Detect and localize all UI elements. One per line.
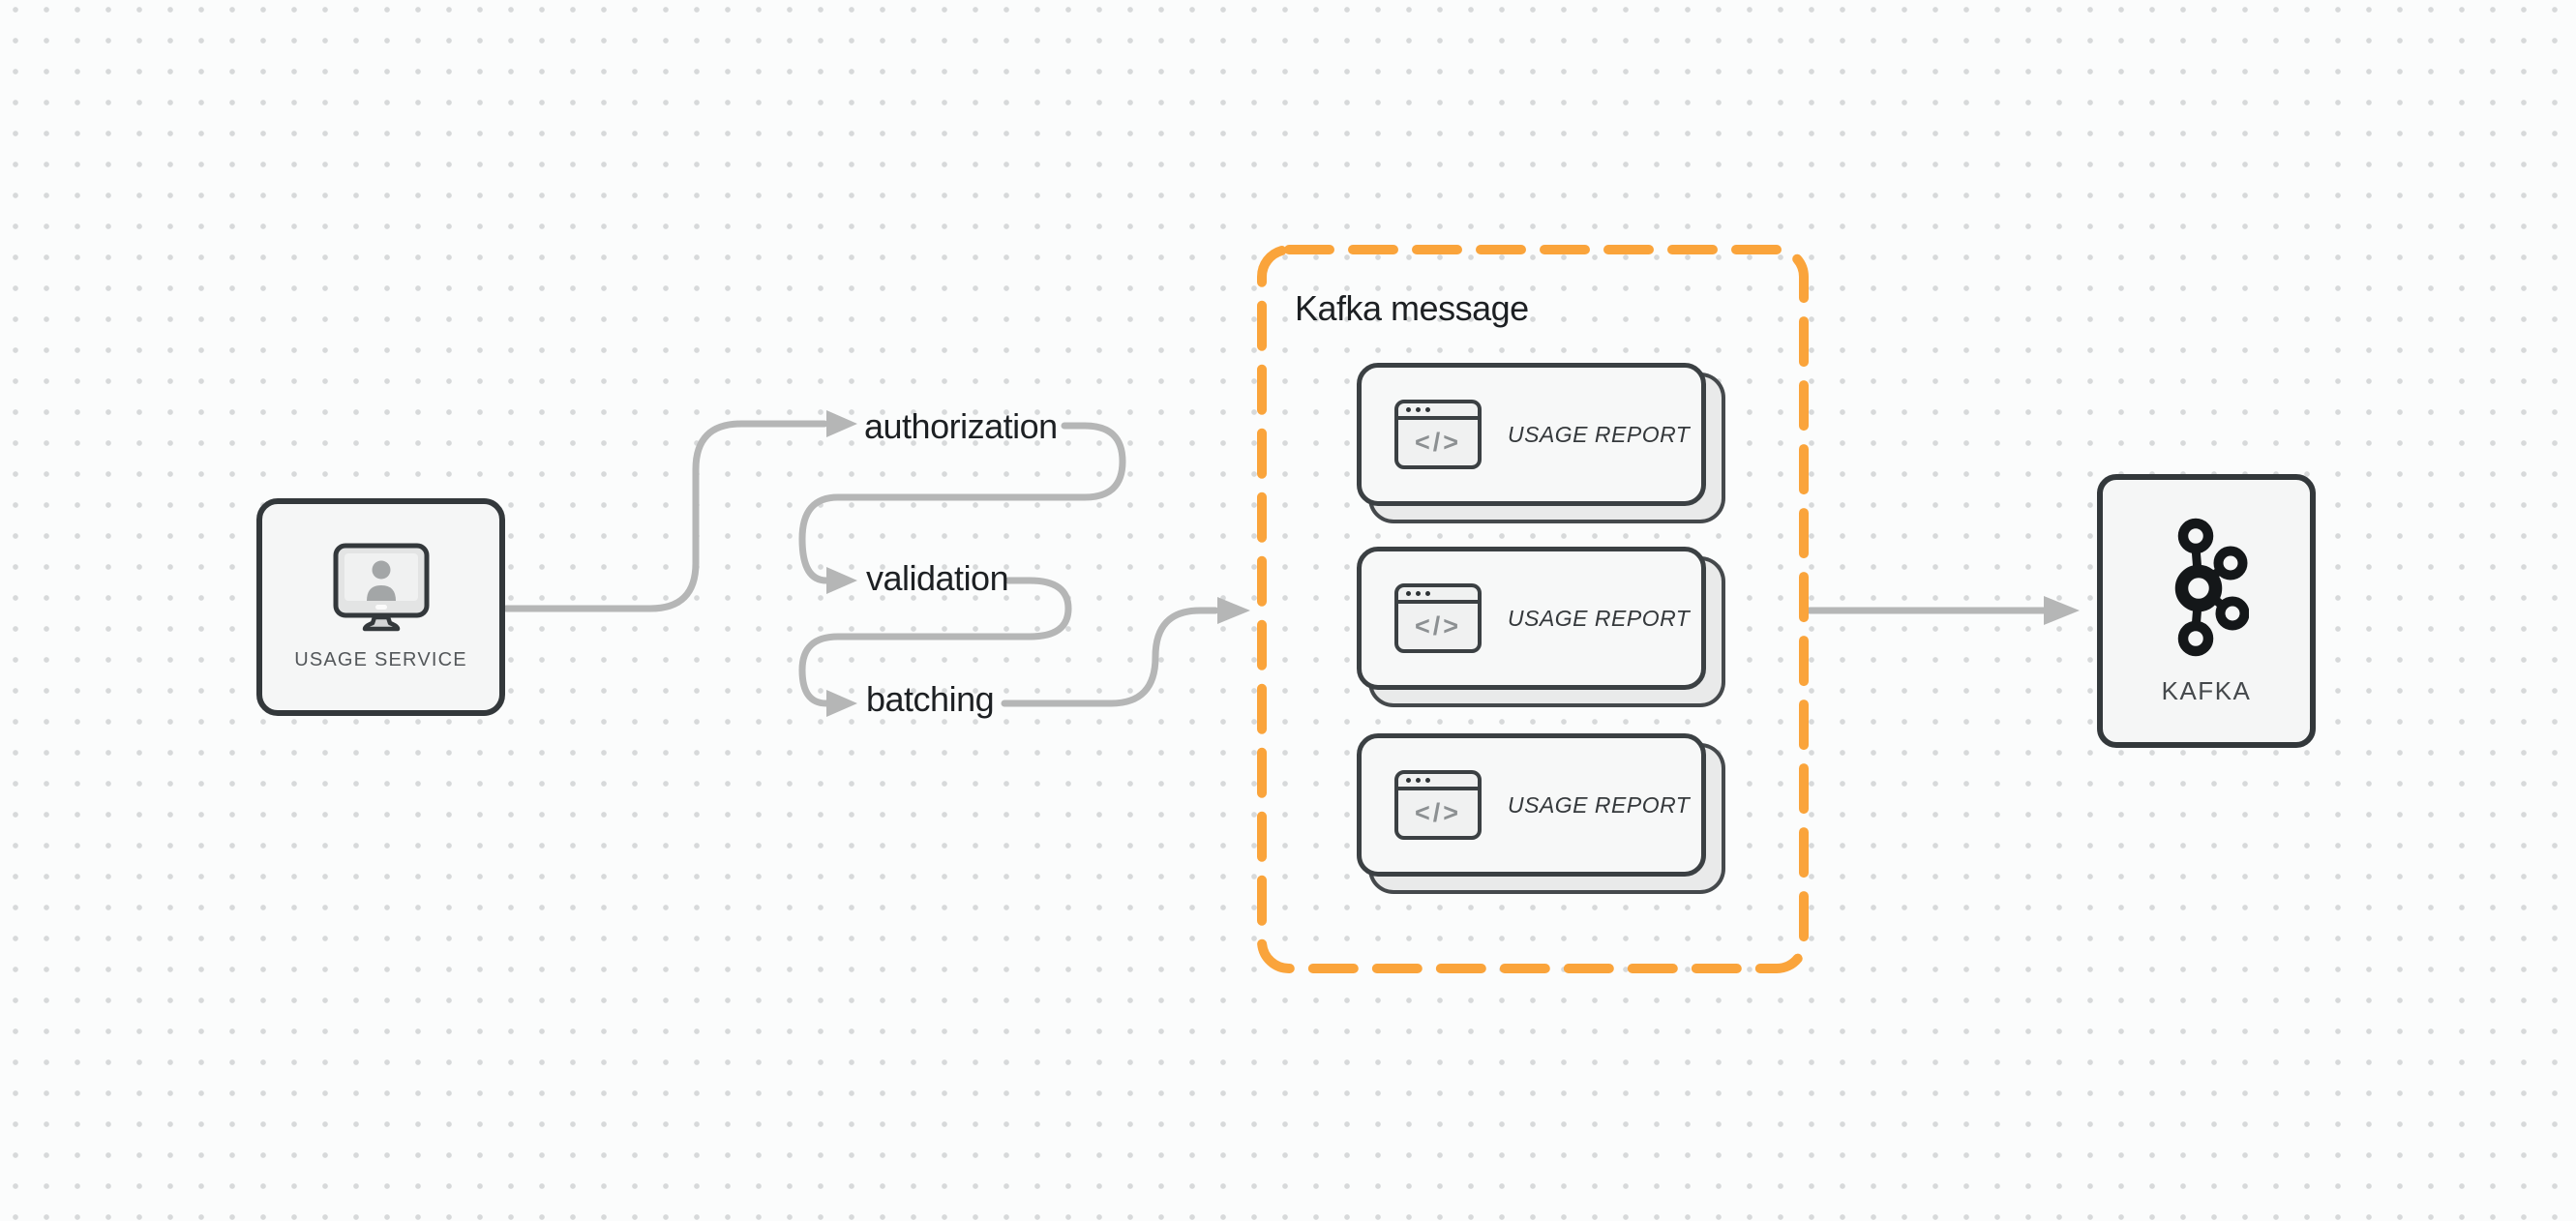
window-dot (1416, 407, 1421, 412)
usage-report-label: USAGE REPORT (1508, 421, 1691, 447)
user-monitor-icon (333, 543, 429, 632)
code-glyph: </> (1414, 610, 1462, 640)
kafka-node[interactable]: KAFKA (2097, 474, 2316, 748)
step-authorization: authorization (864, 406, 1058, 446)
code-window-titlebar (1398, 587, 1478, 604)
arrow-usage-to-authorization[interactable] (502, 420, 828, 612)
step-batching: batching (866, 679, 995, 719)
arrowhead-validation (826, 567, 857, 594)
arrow-validation-to-batching[interactable] (798, 577, 1072, 707)
arrowhead-batching (826, 690, 857, 717)
code-window-icon: </> (1394, 400, 1482, 469)
code-window-titlebar (1398, 774, 1478, 790)
window-dot (1425, 778, 1430, 783)
arrow-batching-to-group[interactable] (1001, 607, 1219, 707)
step-validation: validation (866, 558, 1009, 598)
usage-report-label: USAGE REPORT (1508, 791, 1691, 818)
code-window-icon: </> (1394, 583, 1482, 653)
usage-report-label: USAGE REPORT (1508, 605, 1691, 631)
window-dot (1406, 778, 1411, 783)
arrowhead-group (1217, 597, 1250, 624)
kafka-logo-icon (2174, 518, 2249, 657)
arrowhead-authorization (826, 410, 857, 437)
usage-service-label: USAGE SERVICE (294, 649, 467, 670)
code-window-icon: </> (1394, 770, 1482, 840)
code-glyph: </> (1414, 427, 1462, 457)
code-window-titlebar (1398, 403, 1478, 420)
kafka-label: KAFKA (2161, 676, 2252, 705)
window-dot (1406, 407, 1411, 412)
usage-report-card[interactable]: </> USAGE REPORT (1357, 547, 1706, 690)
usage-service-node[interactable]: USAGE SERVICE (256, 498, 505, 716)
window-dot (1416, 778, 1421, 783)
window-dot (1406, 591, 1411, 596)
window-dot (1425, 407, 1430, 412)
arrowhead-kafka (2044, 596, 2080, 625)
usage-report-card[interactable]: </> USAGE REPORT (1357, 733, 1706, 877)
arrow-authorization-to-validation[interactable] (798, 422, 1126, 584)
kafka-message-group-title: Kafka message (1295, 288, 1529, 328)
code-glyph: </> (1414, 797, 1462, 827)
window-dot (1416, 591, 1421, 596)
kafka-message-group-border[interactable] (1257, 245, 1809, 973)
window-dot (1425, 591, 1430, 596)
usage-report-card[interactable]: </> USAGE REPORT (1357, 363, 1706, 506)
